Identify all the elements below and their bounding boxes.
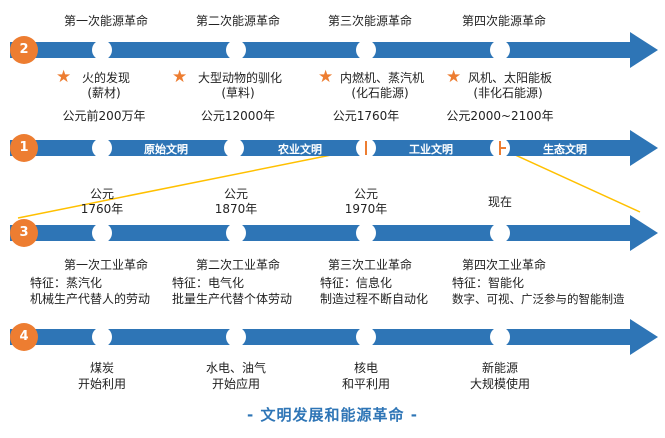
industrial-date-line2: 1970年 xyxy=(344,202,388,216)
industrial-revolution-name: 第四次工业革命 xyxy=(461,258,547,272)
industrial-date-line1: 公元 xyxy=(89,187,115,201)
connector-line-right xyxy=(499,147,641,213)
star-icon: ★ xyxy=(318,67,334,87)
node xyxy=(490,223,510,243)
energy-revolution-header: 第二次能源革命 xyxy=(195,14,281,28)
connector-line-left xyxy=(17,147,367,219)
energy-milestone-line2: 开始应用 xyxy=(211,377,261,391)
energy-milestone-line1: 新能源 xyxy=(481,361,519,375)
badge-number: 2 xyxy=(19,42,29,57)
node xyxy=(226,327,246,347)
node xyxy=(356,327,376,347)
row-badge-4 xyxy=(10,323,38,351)
node xyxy=(224,138,244,158)
badge-number: 1 xyxy=(19,140,29,155)
node xyxy=(490,40,510,60)
timeline-arrow-3 xyxy=(10,215,658,251)
energy-milestone-line2: 和平利用 xyxy=(341,377,391,391)
row-badge-3 xyxy=(10,219,38,247)
energy-milestone-line1: 核电 xyxy=(353,361,379,375)
node xyxy=(356,223,376,243)
energy-source-sublabel: (草料) xyxy=(221,86,255,100)
energy-source-sublabel: (薪材) xyxy=(87,86,121,100)
industrial-feature: 特征：信息化 xyxy=(320,276,393,290)
diagram-caption: - 文明发展和能源革命 - xyxy=(247,406,418,424)
energy-source-label: 风机、太阳能板 xyxy=(467,71,553,85)
energy-source-label: 大型动物的驯化 xyxy=(197,71,283,85)
star-icon: ★ xyxy=(446,67,462,87)
energy-date: 公元2000~2100年 xyxy=(446,109,554,123)
industrial-description: 机械生产代替人的劳动 xyxy=(30,292,151,306)
row-badge-1 xyxy=(10,134,38,162)
industrial-description: 数字、可视、广泛参与的智能制造 xyxy=(452,292,625,306)
industrial-date-line1: 公元 xyxy=(223,187,249,201)
node xyxy=(92,40,112,60)
row-badge-2 xyxy=(10,36,38,64)
industrial-description: 批量生产代替个体劳动 xyxy=(172,292,293,306)
timeline-arrow-1 xyxy=(10,130,658,166)
star-icon: ★ xyxy=(172,67,188,87)
energy-milestone-line1: 煤炭 xyxy=(89,361,115,375)
energy-revolution-header: 第一次能源革命 xyxy=(63,14,149,28)
energy-revolution-header: 第三次能源革命 xyxy=(327,14,413,28)
energy-date: 公元12000年 xyxy=(200,109,276,123)
badge-number: 3 xyxy=(19,225,29,240)
node xyxy=(92,223,112,243)
energy-date: 公元1760年 xyxy=(332,109,400,123)
era-label: 工业文明 xyxy=(409,143,453,156)
industrial-date-line2: 1760年 xyxy=(80,202,124,216)
energy-milestone-line2: 开始利用 xyxy=(77,377,127,391)
timeline-arrow-4 xyxy=(10,319,658,355)
industrial-revolution-name: 第一次工业革命 xyxy=(63,258,149,272)
node xyxy=(92,138,112,158)
node xyxy=(490,327,510,347)
badge-number: 4 xyxy=(19,329,29,344)
industrial-feature: 特征：电气化 xyxy=(172,276,245,290)
node xyxy=(226,40,246,60)
industrial-revolution-name: 第二次工业革命 xyxy=(195,258,281,272)
industrial-date-line2: 1870年 xyxy=(214,202,258,216)
star-icon: ★ xyxy=(56,67,72,87)
era-label: 农业文明 xyxy=(278,143,322,156)
energy-milestone-line1: 水电、油气 xyxy=(205,361,267,375)
energy-date: 公元前200万年 xyxy=(62,109,146,123)
energy-source-sublabel: (非化石能源) xyxy=(473,86,543,100)
node xyxy=(356,40,376,60)
industrial-date-line1: 公元 xyxy=(353,187,379,201)
industrial-feature: 特征：智能化 xyxy=(452,276,525,290)
energy-milestone-line2: 大规模使用 xyxy=(469,377,531,391)
energy-source-label: 内燃机、蒸汽机 xyxy=(339,71,425,85)
energy-source-sublabel: (化石能源) xyxy=(351,86,409,100)
energy-revolution-header: 第四次能源革命 xyxy=(461,14,547,28)
era-label: 生态文明 xyxy=(543,143,587,156)
industrial-revolution-name: 第三次工业革命 xyxy=(327,258,413,272)
energy-source-label: 火的发现 xyxy=(81,71,131,85)
node xyxy=(226,223,246,243)
node xyxy=(92,327,112,347)
timeline-arrow-2 xyxy=(10,32,658,68)
industrial-date-line1: 现在 xyxy=(487,195,513,209)
era-label: 原始文明 xyxy=(144,143,188,156)
industrial-feature: 特征：蒸汽化 xyxy=(30,276,103,290)
industrial-description: 制造过程不断自动化 xyxy=(320,292,429,306)
